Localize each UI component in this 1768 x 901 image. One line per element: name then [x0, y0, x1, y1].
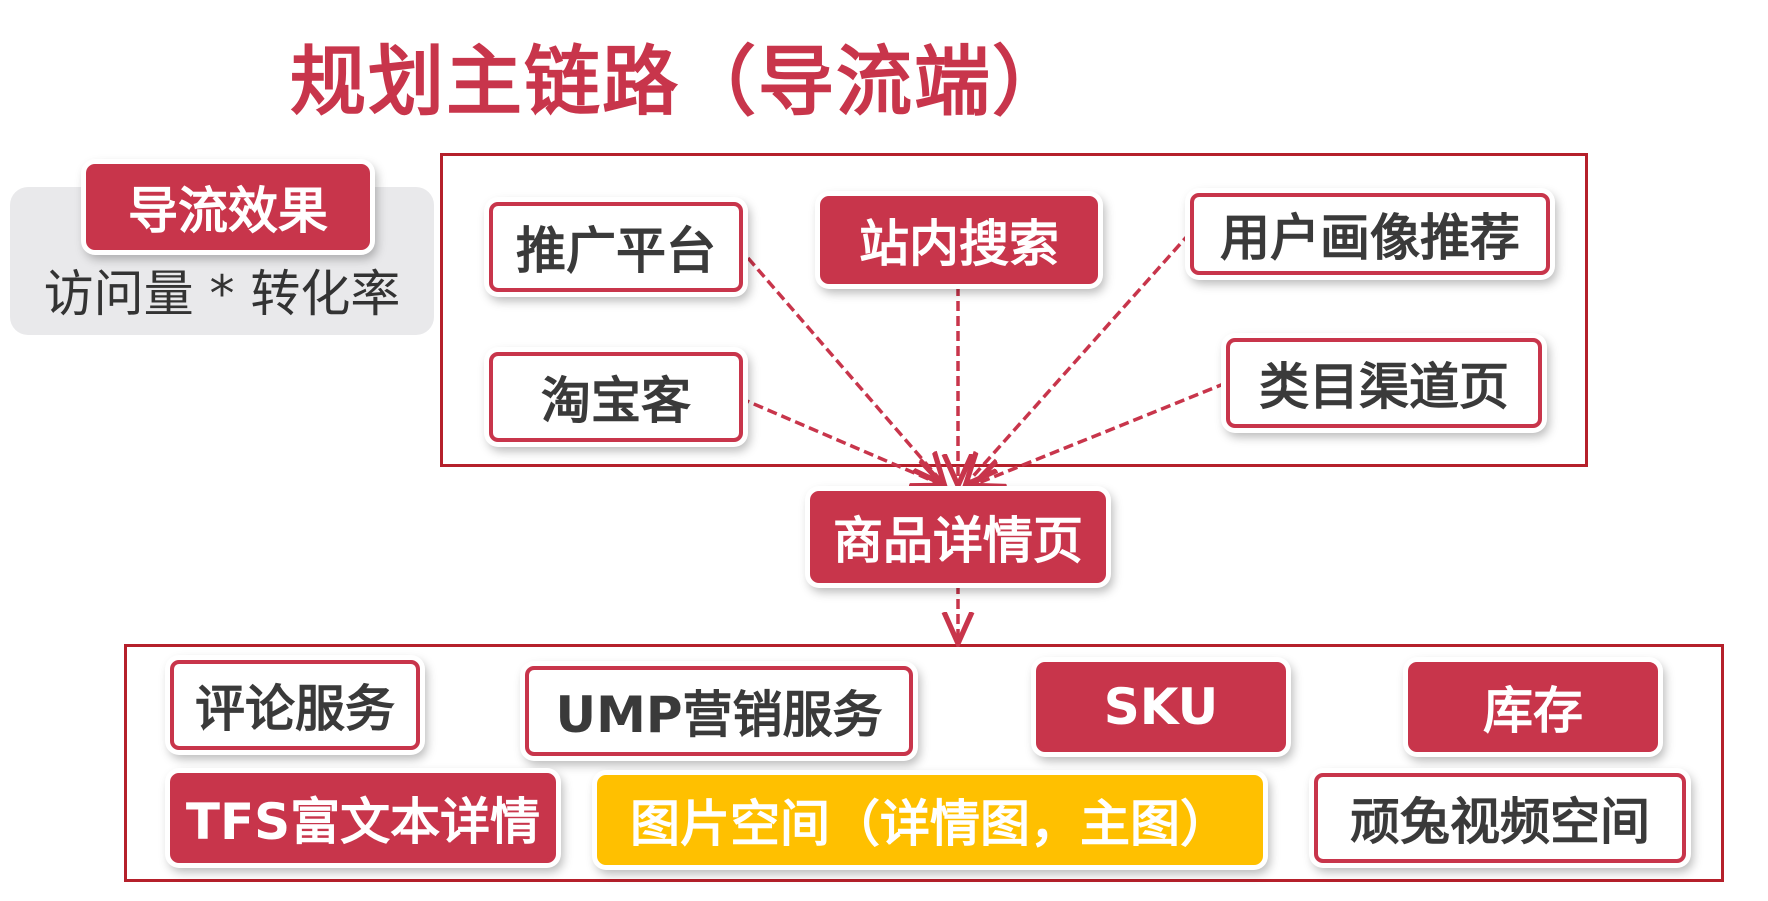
service-review: 评论服务 — [170, 660, 420, 750]
source-promo-platform: 推广平台 — [489, 202, 743, 292]
service-tfs-rich-text-detail: TFS富文本详情 — [170, 773, 556, 863]
source-site-search: 站内搜索 — [820, 196, 1098, 284]
service-ump-marketing: UMP营销服务 — [525, 666, 913, 756]
service-image-space: 图片空间（详情图，主图） — [597, 775, 1263, 865]
effect-label: 导流效果 — [86, 164, 370, 250]
service-inventory: 库存 — [1408, 662, 1658, 752]
effect-formula: 访问量 * 转化率 — [43, 265, 401, 323]
page-title: 规划主链路（导流端） — [290, 37, 1070, 126]
service-sku: SKU — [1036, 662, 1286, 752]
services-frame — [124, 644, 1724, 882]
product-detail-page: 商品详情页 — [810, 491, 1106, 583]
source-user-profile-recommendation: 用户画像推荐 — [1190, 193, 1550, 275]
service-video-space: 顽兔视频空间 — [1314, 773, 1686, 863]
source-taobaoke: 淘宝客 — [489, 352, 743, 442]
source-category-channel-page: 类目渠道页 — [1226, 338, 1542, 428]
